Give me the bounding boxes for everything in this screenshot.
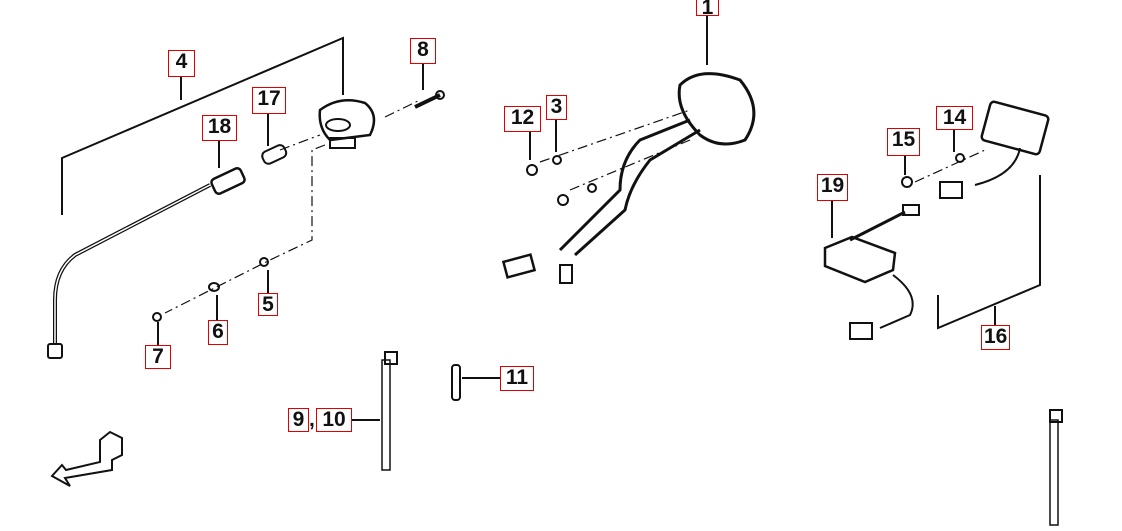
callout-8[interactable]: 8 [410, 38, 436, 64]
callout-9[interactable]: 9 [288, 408, 309, 432]
callout-6[interactable]: 6 [208, 320, 228, 345]
bolt-8 [414, 64, 445, 109]
front-direction-arrow-icon [50, 430, 123, 487]
control-module-19 [823, 200, 920, 340]
pin-11 [451, 364, 500, 401]
callout-17[interactable]: 17 [252, 87, 286, 114]
callout-4[interactable]: 4 [168, 50, 195, 77]
callout-12[interactable]: 12 [504, 106, 541, 132]
cable-tie-9-10 [351, 351, 398, 471]
tail-light-1 [501, 16, 756, 284]
small-hardware [152, 113, 597, 345]
callout-19[interactable]: 19 [817, 174, 848, 201]
license-light-housing [318, 98, 376, 149]
bracket-4-lines [61, 36, 344, 215]
callout-11[interactable]: 11 [500, 366, 534, 391]
callout-7[interactable]: 7 [145, 345, 171, 369]
callout-16[interactable]: 16 [981, 325, 1010, 350]
callout-18[interactable]: 18 [202, 115, 237, 141]
callout-5[interactable]: 5 [258, 293, 278, 316]
marker-lamp [901, 100, 1050, 199]
callout-14[interactable]: 14 [936, 106, 973, 130]
callout-15[interactable]: 15 [887, 128, 920, 156]
callout-separator: , [309, 408, 315, 431]
callout-1[interactable]: 1 [696, 0, 719, 19]
callout-10[interactable]: 10 [316, 408, 352, 432]
bracket-16-lines [937, 175, 1041, 330]
light-cable [47, 144, 288, 359]
callout-3[interactable]: 3 [546, 95, 567, 120]
cable-tie-right [1049, 409, 1063, 526]
